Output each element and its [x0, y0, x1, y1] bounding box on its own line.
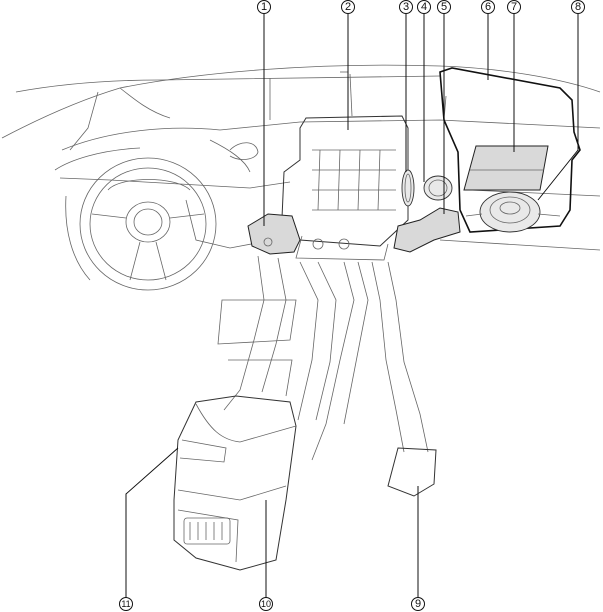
- callout-label-7: 7: [511, 1, 517, 13]
- blower-motor-8: [465, 191, 561, 233]
- callout-3: [399, 0, 413, 14]
- callout-5: [437, 0, 451, 14]
- windshield-outline: [1, 64, 601, 151]
- callout-label-5: 5: [441, 1, 447, 13]
- callout-label-8: 8: [575, 1, 581, 13]
- heater-unit-outline: [281, 115, 409, 261]
- callout-6: [481, 0, 495, 14]
- rear-vent-grille: [183, 517, 231, 545]
- callout-label-6: 6: [485, 1, 491, 13]
- leader-11: [125, 447, 179, 600]
- center-console: [173, 299, 297, 571]
- floor-ducts: [223, 255, 437, 497]
- leader-lines: [125, 14, 579, 600]
- vent-duct-4: [423, 175, 453, 201]
- steering-wheel: [79, 157, 217, 291]
- callout-8: [571, 0, 585, 14]
- callout-1: [257, 0, 271, 14]
- callout-label-1: 1: [261, 1, 267, 13]
- duct-1: [247, 213, 301, 255]
- air-filter-7: [463, 145, 549, 191]
- callout-label-2: 2: [345, 1, 351, 13]
- callout-11: [119, 597, 133, 611]
- vent-duct-3: [401, 169, 415, 207]
- callout-label-4: 4: [421, 1, 427, 13]
- callout-2: [341, 0, 355, 14]
- callout-7: [507, 0, 521, 14]
- callout-9: [411, 597, 425, 611]
- duct-5: [393, 207, 461, 253]
- callout-label-3: 3: [403, 1, 409, 13]
- callout-4: [417, 0, 431, 14]
- callout-label-9: 9: [415, 598, 421, 610]
- callout-label-10: 10: [261, 599, 271, 609]
- callout-10: [259, 597, 273, 611]
- callout-label-11: 11: [121, 599, 130, 609]
- leader-8: [537, 14, 579, 201]
